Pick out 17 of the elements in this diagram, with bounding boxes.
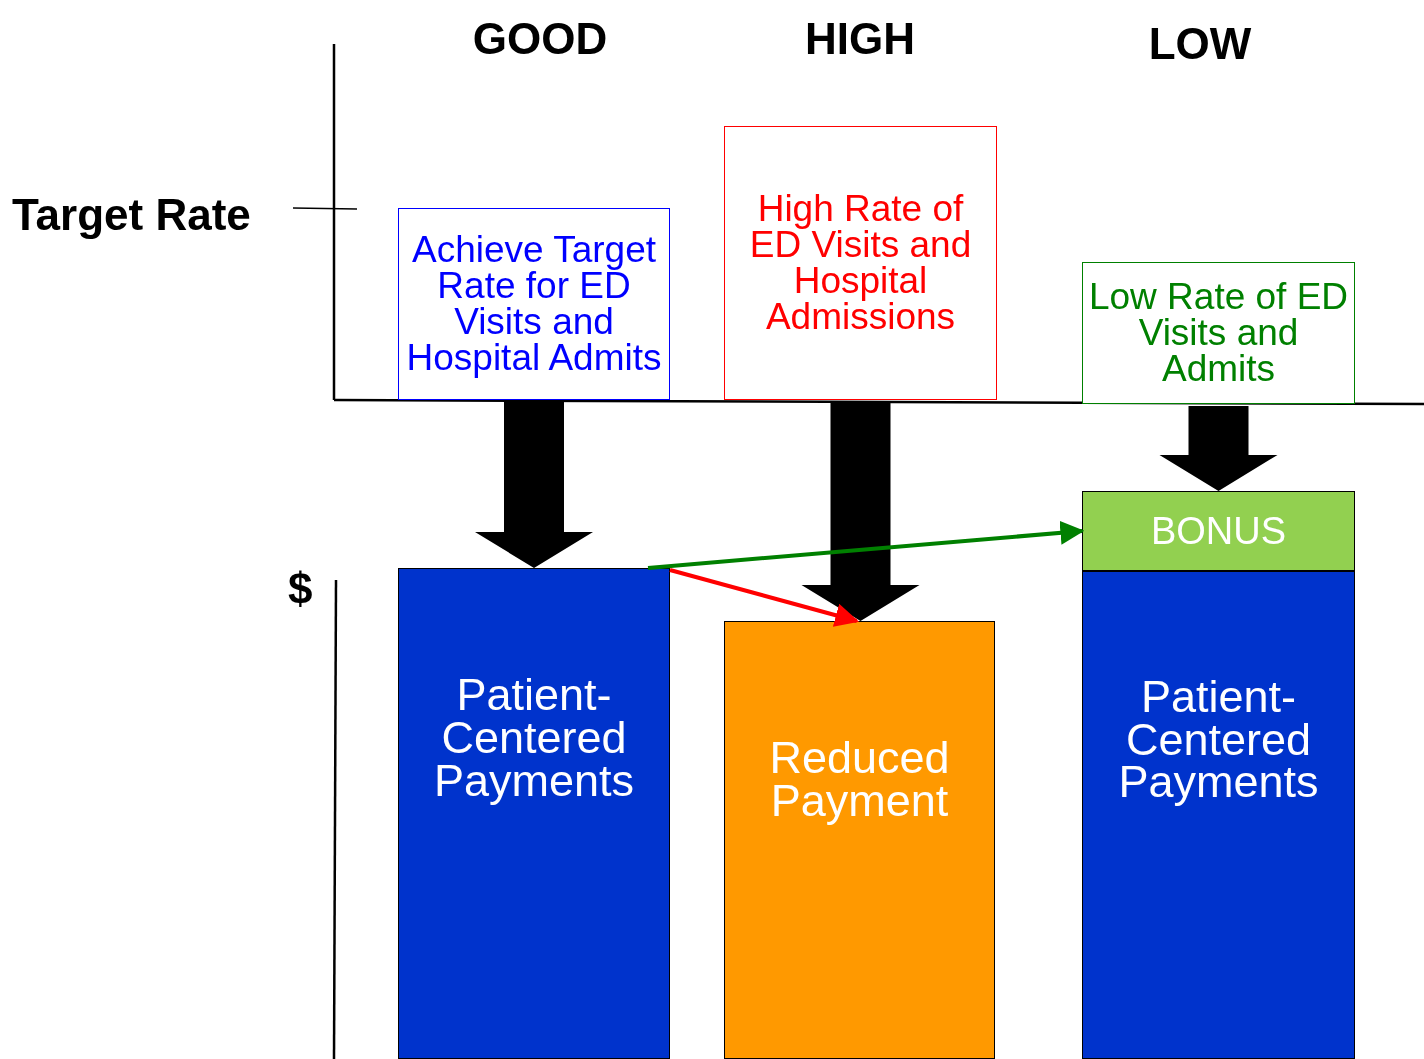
bonus-bar: BONUS <box>1082 491 1355 571</box>
column-heading: GOOD <box>471 13 609 65</box>
column-heading: HIGH <box>804 13 916 65</box>
block-arrow <box>1159 406 1278 491</box>
axis-label: Target Rate <box>12 189 252 241</box>
payment-bar: Reduced Payment <box>724 621 995 1059</box>
outcome-box: Low Rate of ED Visits and Admits <box>1082 262 1355 404</box>
payment-bar: Patient-Centered Payments <box>398 568 670 1059</box>
column-heading: LOW <box>1147 18 1253 70</box>
arrow <box>669 568 860 627</box>
block-arrow <box>475 402 593 568</box>
arrow <box>647 520 1085 570</box>
outcome-box: Achieve Target Rate for ED Visits and Hospital Admits <box>398 208 670 400</box>
axis-label: $ <box>288 563 314 615</box>
block-arrow <box>801 402 920 621</box>
outcome-box: High Rate of ED Visits and Hospital Admissions <box>724 126 997 400</box>
payment-bar: Patient-Centered Payments <box>1082 571 1355 1059</box>
